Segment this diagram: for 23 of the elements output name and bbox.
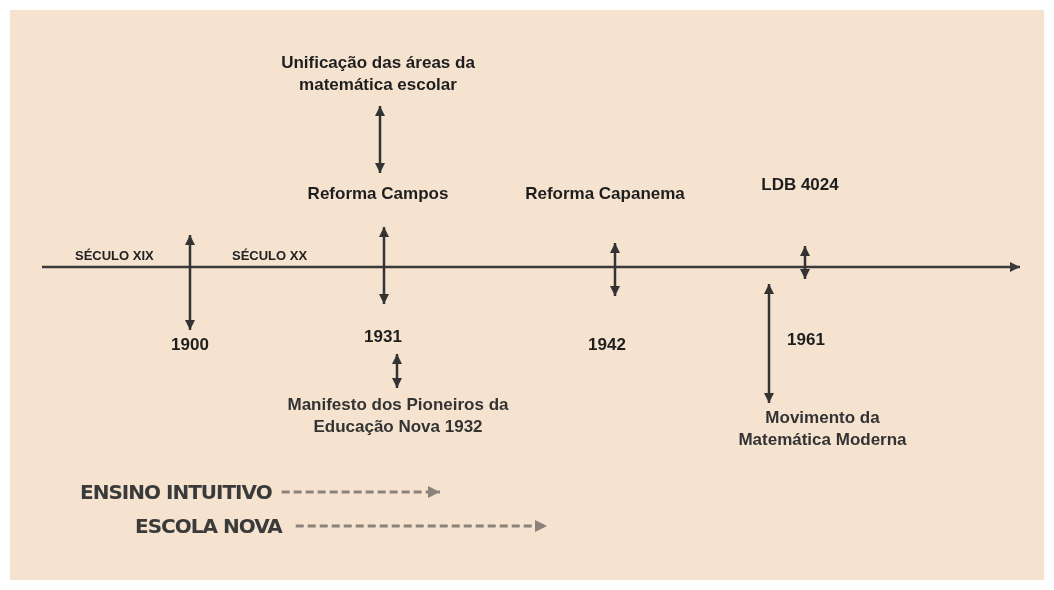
year-label: 1931 [343, 326, 423, 348]
event-label: Reforma Campos [268, 183, 488, 205]
year-label: 1900 [150, 334, 230, 356]
arrow [281, 486, 440, 498]
trend-label: ENSINO INTUITIVO [80, 481, 272, 503]
year-label: 1942 [567, 334, 647, 356]
trend-label: ESCOLA NOVA [135, 515, 282, 537]
period-label: SÉCULO XIX [75, 248, 154, 263]
event-label: Unificação das áreas da matemática escolar [243, 52, 513, 96]
arrow [185, 235, 195, 330]
arrow [295, 520, 547, 532]
arrow [610, 243, 620, 296]
arrow [375, 106, 385, 173]
arrow [379, 227, 389, 304]
event-label: Reforma Capanema [490, 183, 720, 205]
arrow [800, 246, 810, 279]
year-label: 1961 [778, 329, 834, 351]
arrow [392, 354, 402, 388]
event-label: LDB 4024 [740, 174, 860, 196]
arrow [764, 284, 774, 403]
period-label: SÉCULO XX [232, 248, 308, 263]
event-label: Manifesto dos Pioneiros da Educação Nova 1932 [253, 394, 543, 438]
event-label: Movimento da Matemática Moderna [735, 407, 910, 451]
